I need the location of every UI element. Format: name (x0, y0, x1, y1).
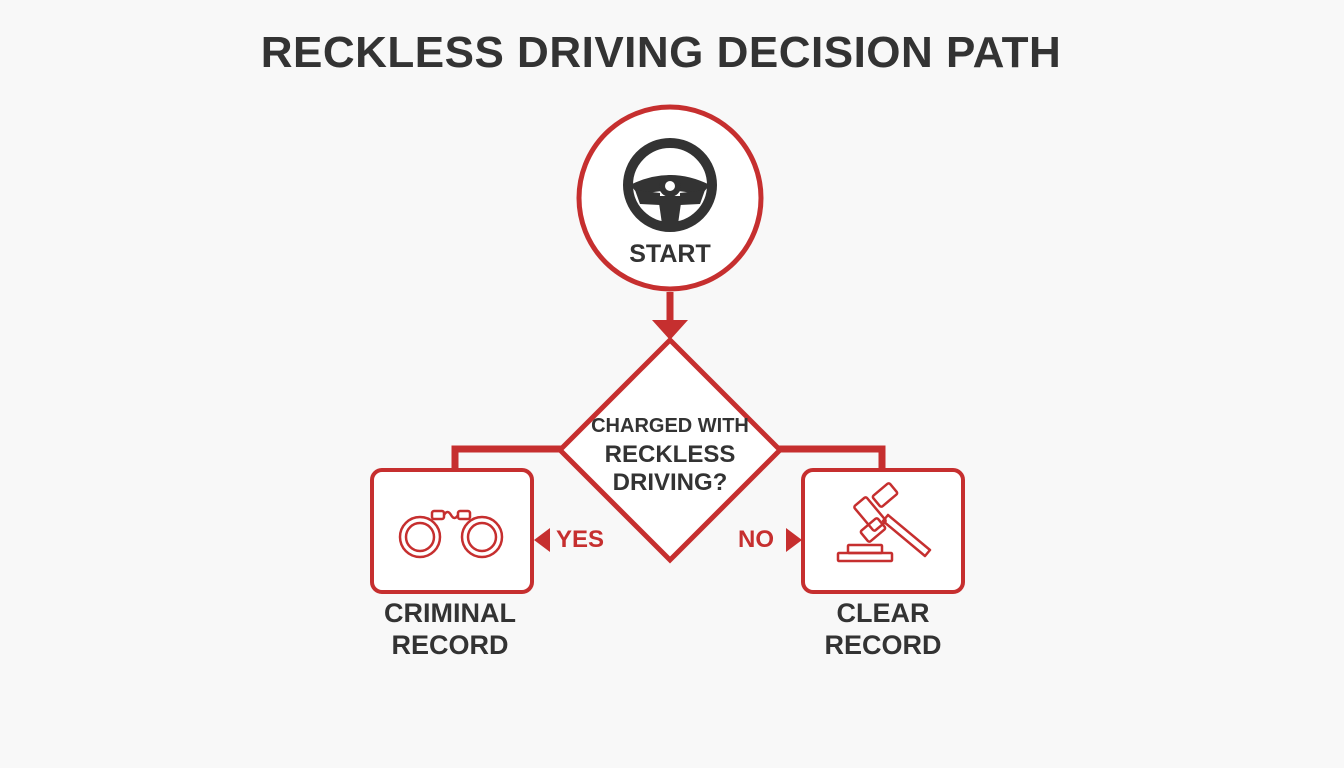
yes-arrow-icon (534, 528, 550, 552)
steering-wheel-icon (623, 138, 717, 232)
clear-record-label-line-2: RECORD (824, 629, 942, 660)
decision-node (556, 336, 784, 564)
decision-to-right-connector (774, 445, 886, 470)
clear-record-label: CLEAR RECORD (793, 598, 973, 662)
criminal-record-label-line-1: CRIMINAL (384, 598, 516, 628)
no-arrow-icon (786, 528, 802, 552)
handcuffs-icon (398, 509, 504, 559)
decision-label-line-1: CHARGED WITH (591, 415, 749, 437)
start-to-decision-connector (652, 292, 688, 340)
criminal-record-label: CRIMINAL RECORD (360, 598, 540, 662)
start-label: START (629, 240, 711, 268)
criminal-record-box (370, 468, 534, 594)
page-title: RECKLESS DRIVING DECISION PATH (260, 28, 1062, 77)
gavel-icon (836, 482, 932, 563)
decision-label-line-3: DRIVING? (612, 469, 728, 496)
decision-to-left-connector (451, 445, 566, 470)
clear-record-label-line-1: CLEAR (836, 598, 930, 628)
decision-label-line-2: RECKLESS (604, 441, 736, 468)
criminal-record-label-line-2: RECORD (391, 629, 509, 660)
no-branch-label: NO (738, 526, 774, 553)
yes-branch-label: YES (556, 526, 605, 553)
